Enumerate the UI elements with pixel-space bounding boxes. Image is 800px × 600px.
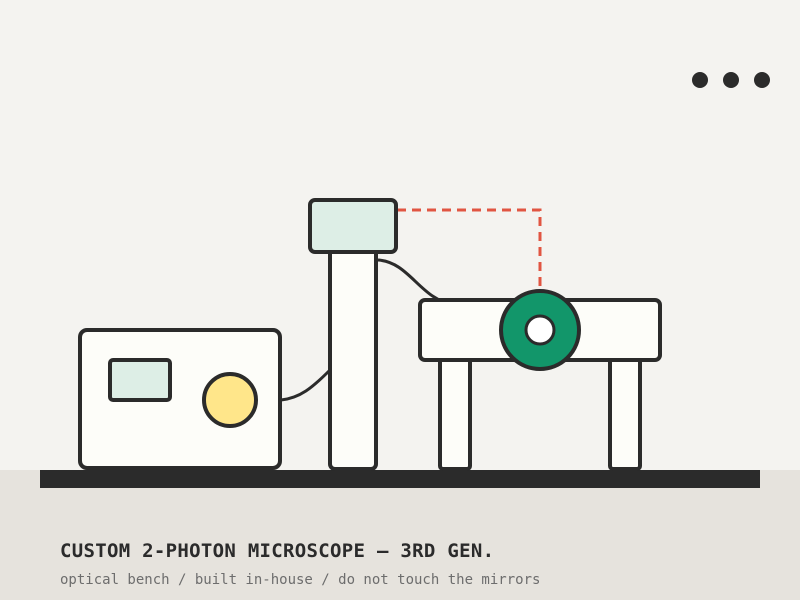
laser-beam-path bbox=[397, 208, 542, 292]
scan-head bbox=[308, 198, 398, 254]
floor-background bbox=[0, 470, 800, 600]
controller-knob bbox=[202, 372, 258, 428]
objective-lens-aperture bbox=[524, 314, 556, 346]
table-leg-left bbox=[438, 353, 472, 471]
controller-cable bbox=[280, 368, 332, 402]
more-options-button[interactable] bbox=[684, 64, 778, 96]
bench-surface bbox=[40, 470, 760, 488]
caption-subtitle: optical bench / built in-house / do not … bbox=[60, 572, 541, 588]
more-dot-3 bbox=[754, 72, 770, 88]
more-dot-2 bbox=[723, 72, 739, 88]
scanner-tower bbox=[328, 243, 378, 471]
controller-display bbox=[108, 358, 172, 402]
table-leg-right bbox=[608, 353, 642, 471]
caption-title: CUSTOM 2-PHOTON MICROSCOPE — 3RD GEN. bbox=[60, 540, 495, 562]
more-dot-1 bbox=[692, 72, 708, 88]
